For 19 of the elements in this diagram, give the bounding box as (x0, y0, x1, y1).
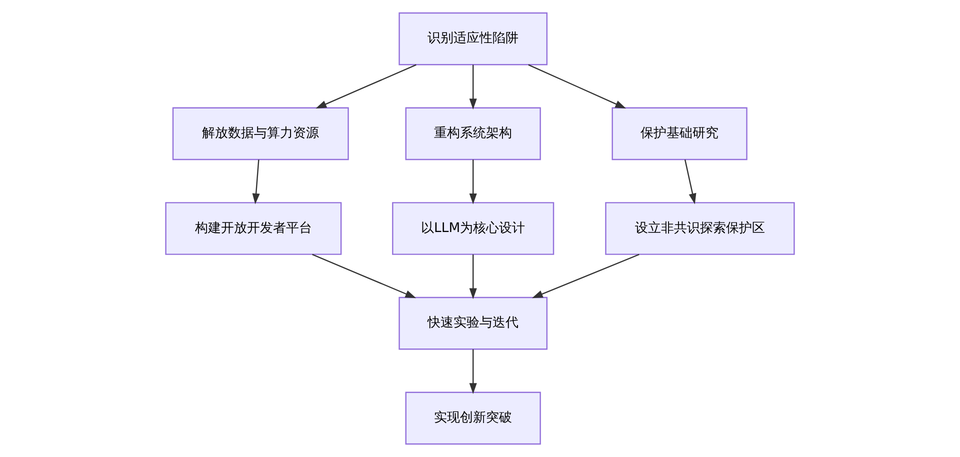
node-box: 构建开放开发者平台 (165, 202, 342, 255)
arrow (469, 349, 477, 394)
node-box: 解放数据与算力资源 (172, 107, 349, 160)
arrow (252, 160, 260, 204)
arrow (528, 64, 626, 109)
node-box: 识别适应性陷阱 (398, 12, 548, 66)
arrow (312, 254, 416, 298)
arrow (684, 160, 696, 204)
node-box: 实现创新突破 (405, 392, 541, 445)
arrow (469, 254, 477, 300)
arrow (532, 254, 640, 298)
node-box: 重构系统架构 (405, 107, 541, 160)
arrow (316, 64, 416, 109)
node-box: 设立非共识探索保护区 (605, 202, 795, 255)
arrow (469, 64, 477, 110)
node-box: 保护基础研究 (612, 107, 748, 160)
arrow (469, 160, 477, 204)
node-box: 快速实验与迭代 (398, 296, 548, 350)
node-box: 以LLM为核心设计 (392, 202, 554, 255)
